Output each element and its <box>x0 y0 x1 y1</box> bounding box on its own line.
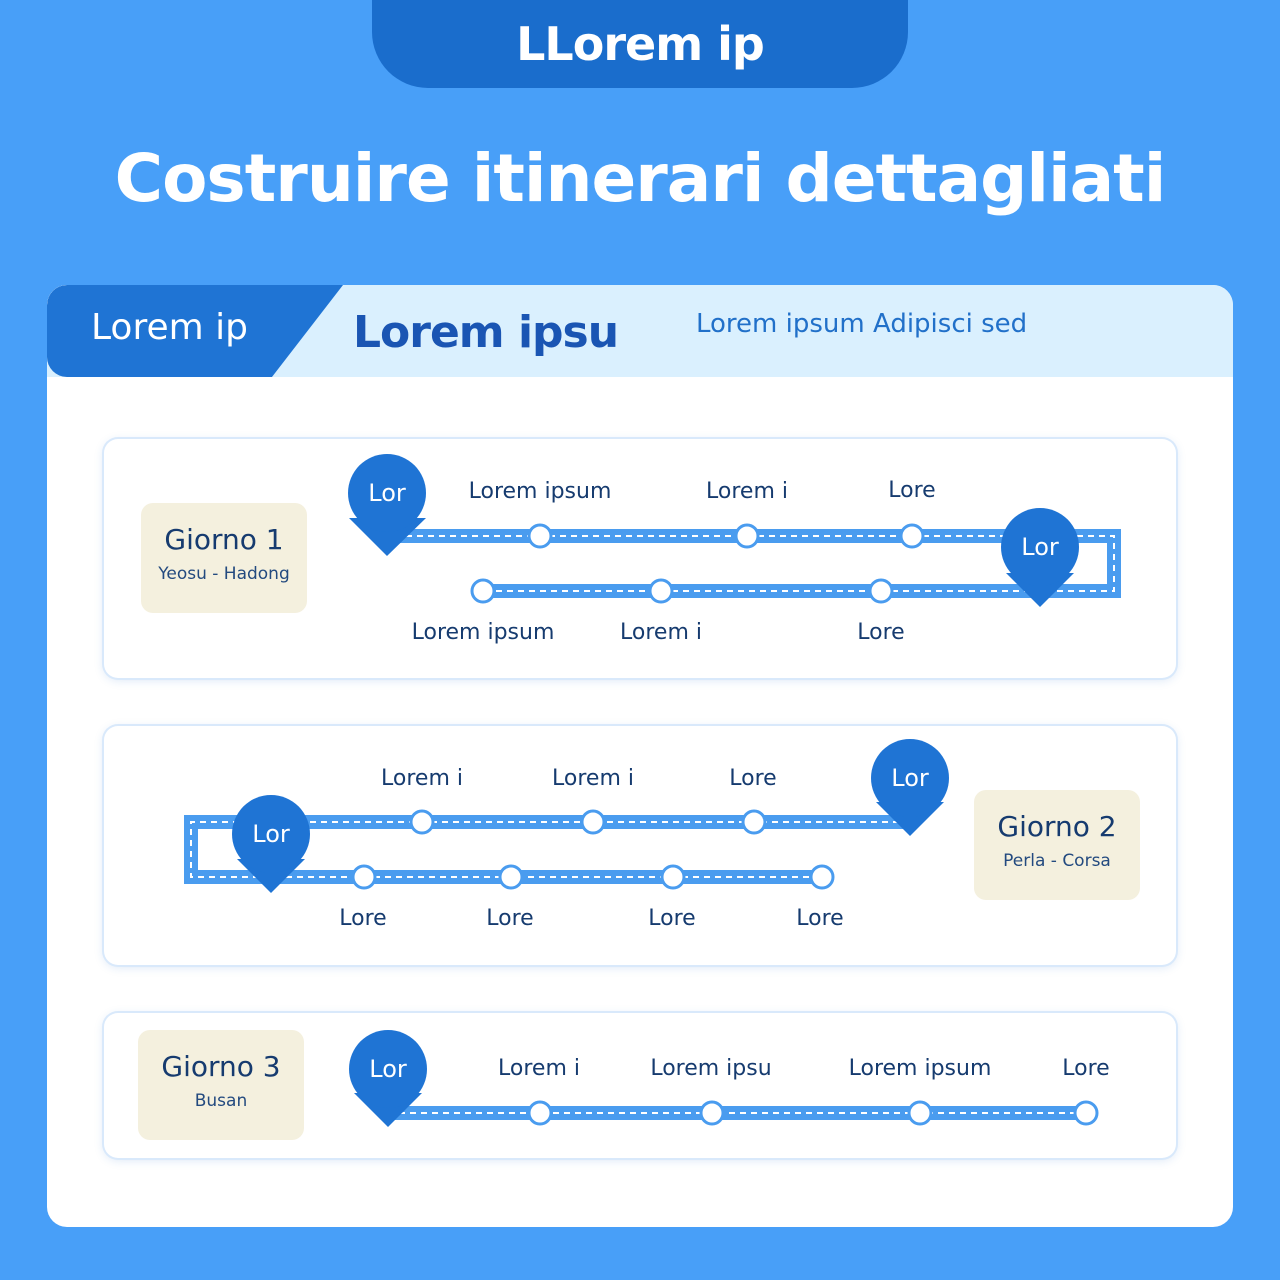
pin-label: Lor <box>252 820 290 848</box>
location-pin-icon: Lor <box>871 739 949 836</box>
stop-label: Lorem i <box>552 766 634 791</box>
location-pin-icon: Lor <box>349 1030 427 1127</box>
stop-marker <box>498 864 524 890</box>
header-title: Lorem ipsu <box>353 307 619 358</box>
stop-marker <box>527 523 553 549</box>
stop-label: Lorem ipsum <box>412 620 555 645</box>
stop-label: Lorem ipsu <box>650 1056 771 1081</box>
stop-marker <box>809 864 835 890</box>
stop-marker <box>580 809 606 835</box>
day-label-box: Giorno 3 Busan <box>138 1030 304 1140</box>
route-diagram: Lorem ipsum Lorem i Lore Lorem ipsum Lor… <box>348 454 1121 645</box>
stop-label: Lore <box>857 620 904 645</box>
stop-marker <box>741 809 767 835</box>
stop-label: Lorem i <box>706 479 788 504</box>
stop-label: Lore <box>796 906 843 931</box>
day-card-3: Giorno 3 Busan Lorem i Lorem ipsu Lorem … <box>104 1013 1176 1158</box>
day-title: Giorno 3 <box>161 1050 281 1083</box>
stop-marker <box>648 578 674 604</box>
stop-marker <box>868 578 894 604</box>
pin-label: Lor <box>1021 533 1059 561</box>
stop-label: Lore <box>1062 1056 1109 1081</box>
stop-marker <box>899 523 925 549</box>
stop-marker <box>1073 1100 1099 1126</box>
stop-marker <box>907 1100 933 1126</box>
stop-label: Lore <box>729 766 776 791</box>
brand-tab: LLorem ip <box>372 0 908 88</box>
stop-marker <box>660 864 686 890</box>
route-diagram: Lorem i Lorem ipsu Lorem ipsum Lore Lor <box>349 1030 1110 1127</box>
day-card-1: Giorno 1 Yeosu - Hadong Lorem ipsum Lore… <box>104 439 1176 678</box>
stop-marker <box>734 523 760 549</box>
day-title: Giorno 2 <box>997 810 1117 843</box>
header-tab-label: Lorem ip <box>91 307 248 348</box>
stop-label: Lore <box>339 906 386 931</box>
stop-label: Lore <box>648 906 695 931</box>
pin-label: Lor <box>891 764 929 792</box>
stop-marker <box>409 809 435 835</box>
stop-label: Lorem i <box>381 766 463 791</box>
brand-label: LLorem ip <box>516 17 765 71</box>
day-subtitle: Busan <box>194 1091 248 1111</box>
page-title: Costruire itinerari dettagliati <box>114 140 1167 217</box>
stop-label: Lorem ipsum <box>849 1056 992 1081</box>
day-label-box: Giorno 1 Yeosu - Hadong <box>141 503 307 613</box>
location-pin-icon: Lor <box>1001 508 1079 607</box>
stop-label: Lorem i <box>620 620 702 645</box>
day-subtitle: Yeosu - Hadong <box>158 564 290 584</box>
route-diagram: Lorem i Lorem i Lore Lore Lore Lore Lore… <box>184 739 949 931</box>
stop-label: Lore <box>888 478 935 503</box>
day-label-box: Giorno 2 Perla - Corsa <box>974 790 1140 900</box>
day-title: Giorno 1 <box>164 523 284 556</box>
stop-marker <box>699 1100 725 1126</box>
stop-label: Lorem ipsum <box>469 479 612 504</box>
stop-label: Lorem i <box>498 1056 580 1081</box>
header-subtitle: Lorem ipsum Adipisci sed <box>696 309 1028 339</box>
stop-label: Lore <box>486 906 533 931</box>
stop-marker <box>470 578 496 604</box>
location-pin-icon: Lor <box>348 454 426 556</box>
pin-label: Lor <box>369 1055 407 1083</box>
stop-marker <box>351 864 377 890</box>
day-card-2: Giorno 2 Perla - Corsa Lorem i Lorem i L… <box>104 726 1176 965</box>
day-subtitle: Perla - Corsa <box>1003 851 1111 871</box>
pin-label: Lor <box>368 479 406 507</box>
location-pin-icon: Lor <box>232 795 310 893</box>
stop-marker <box>527 1100 553 1126</box>
